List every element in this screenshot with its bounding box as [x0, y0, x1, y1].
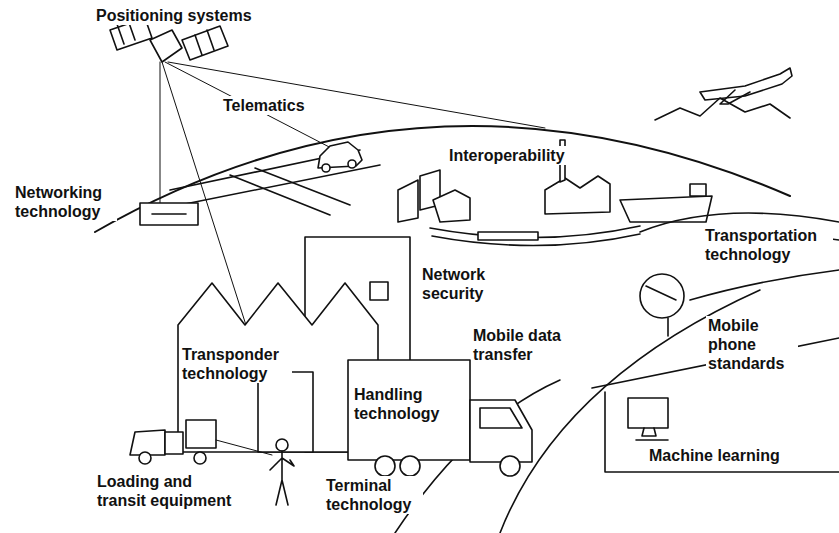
illustration-label: Mobile data transfer [471, 326, 575, 364]
illustration-label: Machine learning [647, 446, 782, 465]
illustration-label: Loading and transit equipment [95, 472, 239, 510]
illustration-label: Transportation technology [703, 226, 833, 264]
illustration-label: Network security [420, 265, 504, 303]
illustration-label: Transponder technology [180, 345, 292, 383]
illustration-label: Handling technology [352, 385, 451, 423]
illustration-label: Positioning systems [94, 6, 254, 25]
illustration-label: Interoperability [447, 146, 567, 165]
illustration-label: Mobile phone standards [706, 316, 798, 373]
illustration-label: Terminal technology [324, 476, 423, 514]
illustration-label: Networking technology [13, 183, 117, 221]
illustration-label: Telematics [221, 96, 307, 115]
